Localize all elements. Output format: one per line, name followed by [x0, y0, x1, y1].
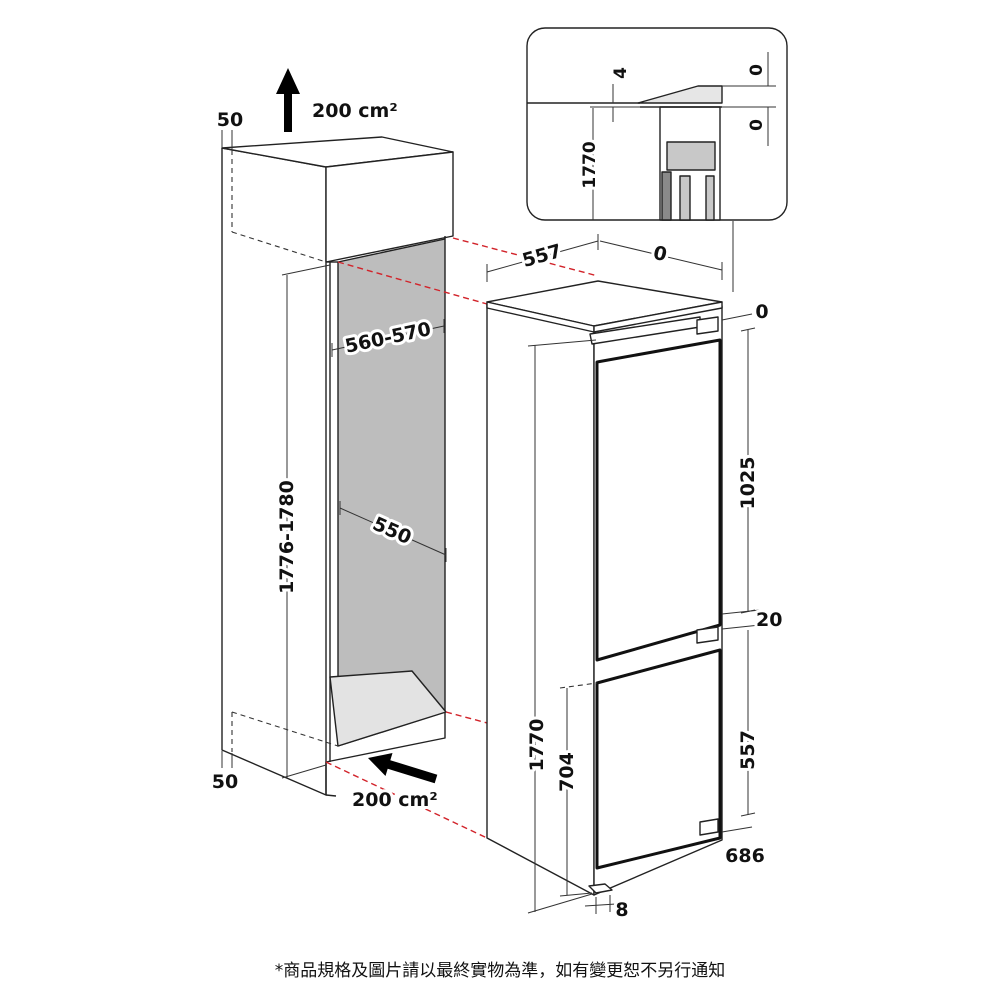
fridge-height-label: 1770 — [526, 719, 548, 772]
hidden-edge — [231, 231, 327, 263]
fridge-depth-label: 557 — [520, 240, 564, 272]
dimension-extension — [527, 339, 597, 347]
inset-hinge-block — [666, 141, 716, 171]
dimension-extension — [721, 826, 753, 833]
plinth-base — [325, 794, 337, 797]
detail-callout-marker — [728, 292, 738, 302]
cabinet-hidden-edges — [231, 150, 339, 752]
depth-gap-dimension-line — [599, 240, 723, 271]
lower-height-label: 704 — [556, 752, 578, 792]
niche-width-dimension-line — [331, 325, 445, 351]
inset-dimensions — [590, 52, 776, 220]
cabinet-top-gap-label: 50 — [217, 109, 243, 131]
lower-offset-label: 686 — [725, 845, 765, 867]
niche-depth-dimension-line — [339, 507, 447, 556]
disclaimer-note: *商品規格及圖片請以最終實物為準，如有變更恕不另行通知 — [275, 961, 726, 981]
dimension-extension — [721, 313, 753, 321]
inset-frame — [526, 27, 788, 221]
dimension-extension — [527, 893, 593, 914]
detail-top-gap-label-1: 0 — [747, 64, 767, 76]
niche-back-wall — [337, 238, 446, 747]
airflow-up-arrow — [276, 68, 300, 132]
upper-door-label: 1025 — [737, 457, 759, 510]
inset-door-panel — [679, 175, 691, 221]
cabinet-top-box-front — [325, 151, 454, 263]
dimension-extension — [281, 264, 331, 276]
middle-hinge — [696, 626, 719, 644]
cabinet — [221, 136, 454, 797]
niche-height-label: 1776-1780 — [276, 480, 298, 594]
lower-door-label: 557 — [737, 730, 759, 770]
upper-door — [595, 338, 722, 662]
fridge — [486, 280, 723, 896]
installation-detail-inset — [526, 27, 788, 221]
cabinet-bottom-vent-label: 200 cm² — [352, 789, 438, 811]
detail-gap-label: 4 — [611, 67, 631, 79]
door-gap-label: 20 — [756, 609, 782, 631]
dimension-extension — [559, 892, 593, 897]
fridge-left-side — [486, 303, 595, 896]
dimension-extension — [559, 682, 598, 689]
alignment-guides — [325, 237, 599, 839]
alignment-guide-line — [452, 237, 599, 277]
lower-door — [595, 648, 722, 870]
dimension-extension — [721, 609, 761, 615]
bottom-hinge — [699, 818, 719, 836]
top-hinge — [696, 316, 719, 335]
dimension-tick — [740, 812, 756, 817]
cabinet-side-panel — [221, 147, 327, 796]
cabinet-dimensions — [281, 264, 447, 779]
dimension-extension — [721, 624, 761, 630]
fridge-foot — [588, 883, 613, 894]
inset-door-edge — [661, 171, 672, 221]
inset-door-panel — [705, 175, 715, 221]
dimension-extension — [281, 764, 327, 779]
hidden-edge — [231, 711, 339, 747]
cabinet-bottom-gap-label: 50 — [212, 771, 238, 793]
airflow-in-arrow — [368, 753, 438, 784]
detail-height-label: 1770 — [580, 141, 600, 188]
fridge-top-gap-label: 0 — [755, 301, 768, 323]
depth-dimension-line — [486, 240, 599, 273]
fridge-depth-gap-label: 0 — [651, 242, 669, 266]
detail-top-gap-label-2: 0 — [747, 119, 767, 131]
alignment-guide-line — [445, 711, 597, 753]
fridge-top-edge-front — [593, 301, 723, 333]
alignment-guide-line — [337, 261, 488, 305]
cabinet-gap-ticks — [221, 130, 233, 768]
foot-dimension-line — [584, 903, 617, 907]
plinth-front — [325, 712, 446, 795]
foot-label: 8 — [615, 899, 628, 921]
fridge-dimensions — [486, 221, 761, 914]
cabinet-top-vent-label: 200 cm² — [312, 100, 398, 122]
dimension-tick — [740, 327, 756, 332]
